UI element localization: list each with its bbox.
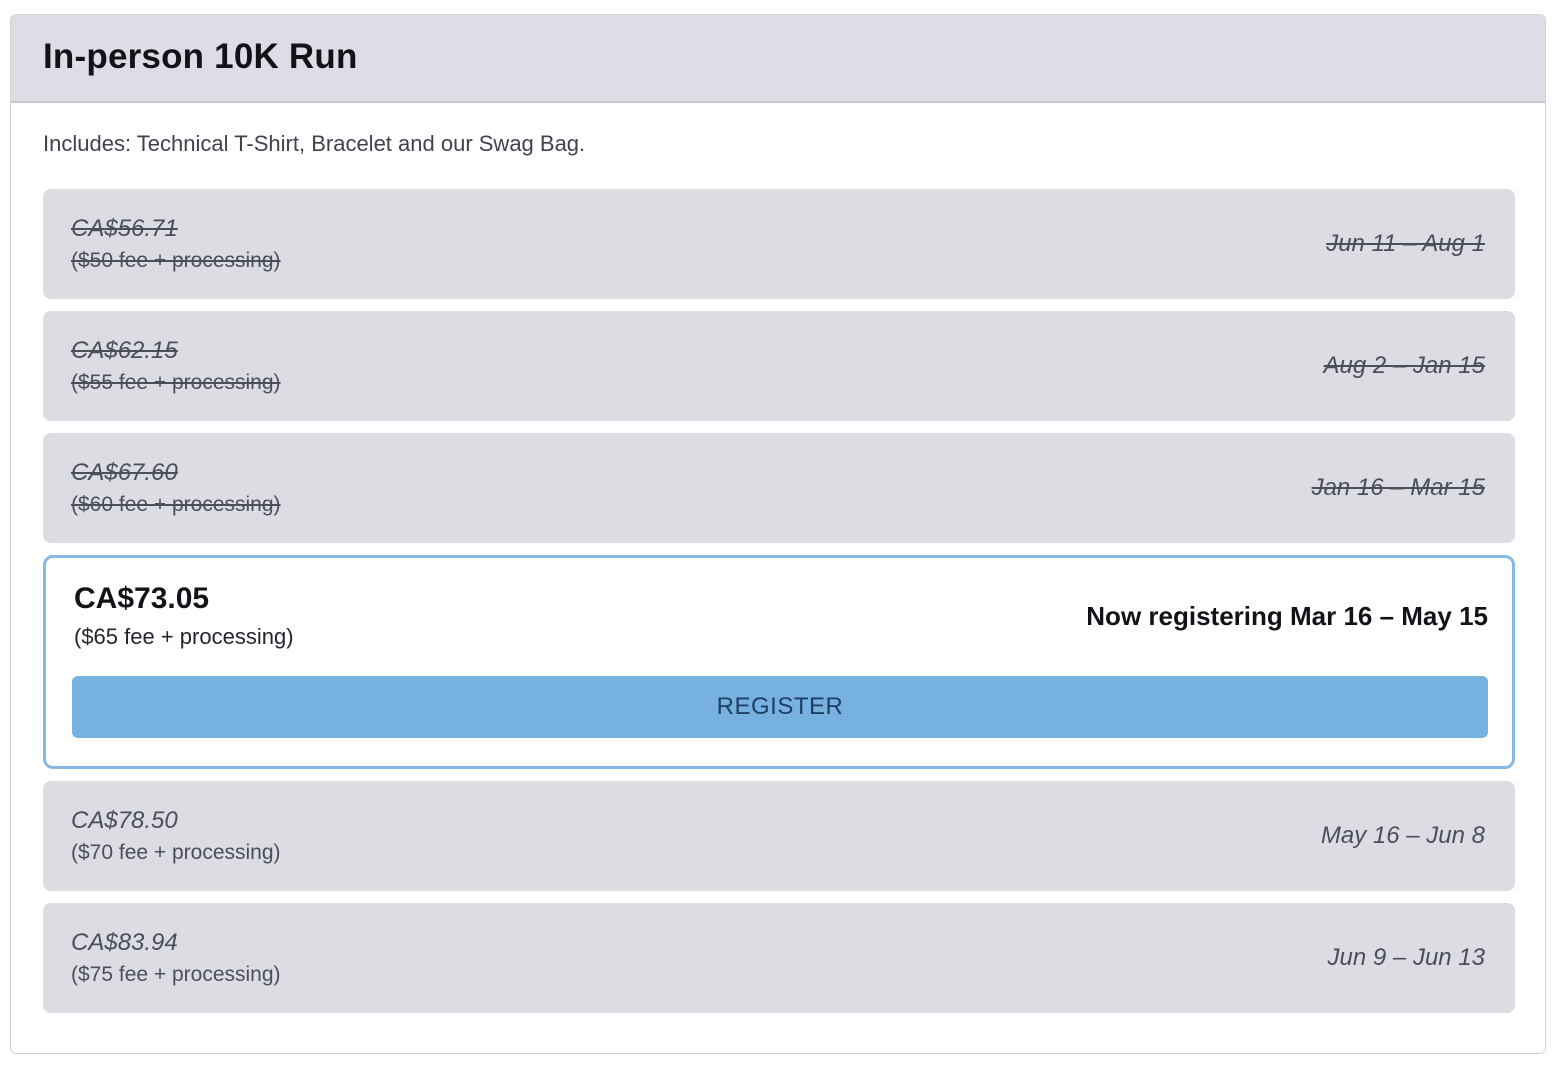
event-registration-card: In-person 10K Run Includes: Technical T-… [10,14,1546,1054]
tier-price: CA$73.05 [74,582,210,615]
card-header: In-person 10K Run [11,15,1545,103]
tier-fee-note: ($60 fee + processing) [71,493,281,516]
tier-price: CA$56.71 [71,215,178,242]
tier-date-range: Jun 11 – Aug 1 [1326,230,1485,257]
tier-fee-note: ($75 fee + processing) [71,963,281,986]
card-body: Includes: Technical T-Shirt, Bracelet an… [11,103,1545,1053]
price-tier-active: CA$73.05 ($65 fee + processing) Now regi… [43,555,1515,769]
price-block: CA$73.05 ($65 fee + processing) [74,582,294,650]
tier-price: CA$78.50 [71,807,178,834]
tier-fee-note: ($65 fee + processing) [74,624,294,649]
price-block: CA$56.71 ($50 fee + processing) [71,215,281,273]
price-tier-past-3: CA$67.60 ($60 fee + processing) Jan 16 –… [43,433,1515,543]
price-block: CA$83.94 ($75 fee + processing) [71,929,281,987]
tier-price: CA$62.15 [71,337,178,364]
register-button[interactable]: REGISTER [72,676,1488,738]
tier-fee-note: ($70 fee + processing) [71,841,281,864]
tier-fee-note: ($50 fee + processing) [71,249,281,272]
tier-date-range: Jun 9 – Jun 13 [1327,944,1485,971]
price-block: CA$78.50 ($70 fee + processing) [71,807,281,865]
tier-fee-note: ($55 fee + processing) [71,371,281,394]
tier-date-range: Aug 2 – Jan 15 [1323,352,1485,379]
tier-date-range: Jan 16 – Mar 15 [1311,474,1485,501]
price-block: CA$67.60 ($60 fee + processing) [71,459,281,517]
price-block: CA$62.15 ($55 fee + processing) [71,337,281,395]
price-tier-past-2: CA$62.15 ($55 fee + processing) Aug 2 – … [43,311,1515,421]
event-includes-text: Includes: Technical T-Shirt, Bracelet an… [43,131,586,156]
page-title: In-person 10K Run [43,37,358,76]
price-tier-past-1: CA$56.71 ($50 fee + processing) Jun 11 –… [43,189,1515,299]
tier-price: CA$83.94 [71,929,178,956]
tier-price: CA$67.60 [71,459,178,486]
active-tier-info: CA$73.05 ($65 fee + processing) Now regi… [72,582,1488,650]
price-tier-future-2: CA$83.94 ($75 fee + processing) Jun 9 – … [43,903,1515,1013]
now-registering-label: Now registering Mar 16 – May 15 [1086,600,1488,631]
price-tier-future-1: CA$78.50 ($70 fee + processing) May 16 –… [43,781,1515,891]
tier-date-range: May 16 – Jun 8 [1320,822,1485,849]
